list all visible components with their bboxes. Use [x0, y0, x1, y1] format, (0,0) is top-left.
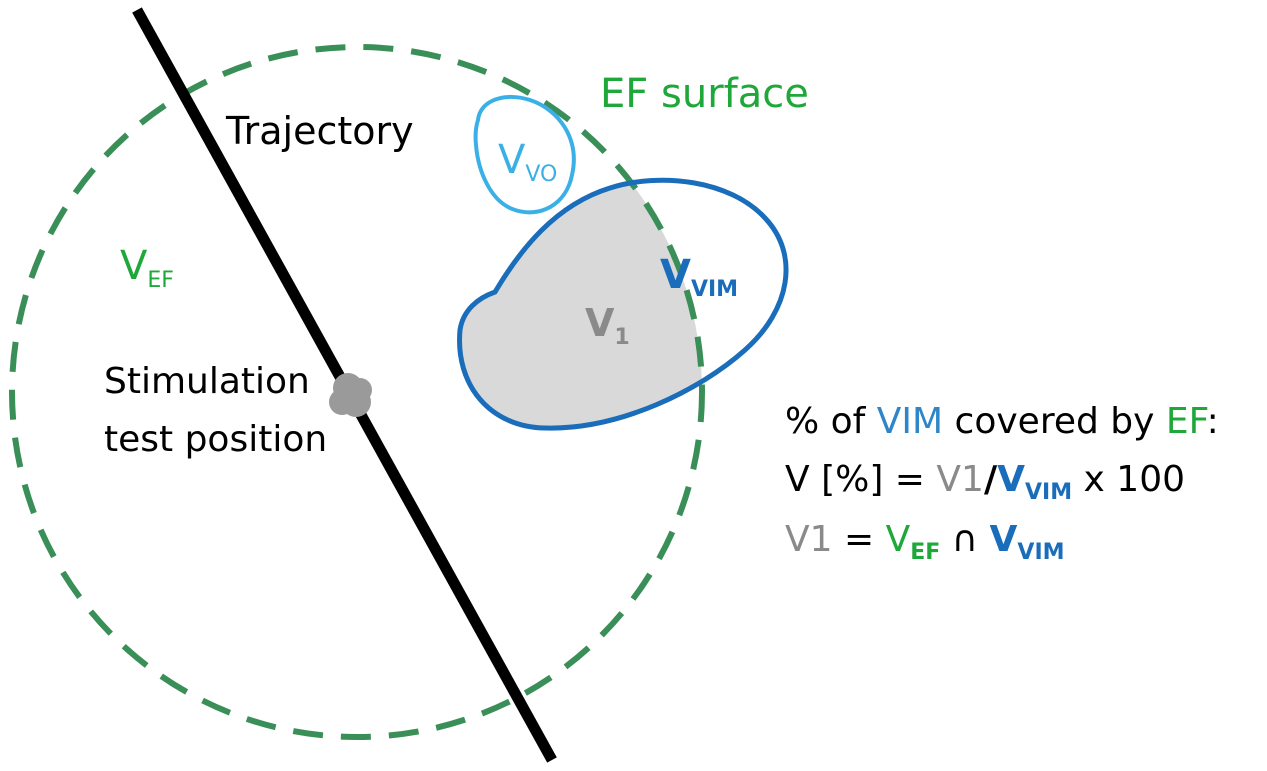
vo-outline [473, 94, 576, 215]
formula-2-vvim-sub: VIM [1024, 480, 1073, 505]
formula-3-equals: = [832, 519, 886, 560]
formula-3-vvim-sub: VIM [1017, 540, 1065, 565]
formula-3-vvim-main: V [989, 519, 1018, 560]
v1-main: V [585, 301, 615, 345]
v-vim-label: VVIM [660, 255, 738, 301]
vim-outline [457, 177, 789, 431]
formula-line-1: % of VIM covered by EF: [785, 404, 1219, 440]
stimulation-label-line2: test position [104, 419, 328, 460]
v-ef-label: VEF [120, 246, 174, 292]
formula-2-prefix: V [%] = [785, 459, 937, 500]
formula-1-ef: EF [1165, 401, 1207, 442]
v1-sub: 1 [614, 325, 630, 350]
v-ef-main: V [120, 243, 148, 289]
formula-3-vef-main: V [885, 519, 911, 560]
trajectory-label: Trajectory [226, 109, 414, 153]
formula-1-suffix: : [1206, 401, 1219, 442]
ef-surface-label: EF surface [600, 71, 809, 117]
formula-line-2: V [%] = V1/VVIM x 100 [785, 462, 1185, 504]
v-vim-sub: VIM [690, 277, 739, 302]
formula-1-middle: covered by [943, 401, 1166, 442]
stimulation-label-line1: Stimulation [104, 361, 310, 402]
stimulation-test-point [329, 373, 372, 417]
formula-2-v1: V1 [936, 459, 984, 500]
v-vo-main: V [498, 137, 526, 183]
formula-3-cap: ∩ [940, 519, 990, 560]
formula-2-slash: / [983, 459, 998, 500]
formula-3-v1: V1 [785, 519, 833, 560]
v-vo-sub: VO [525, 162, 558, 187]
formula-line-3: V1 = VEF ∩ VVIM [785, 522, 1065, 564]
formula-2-vvim-main: V [997, 459, 1025, 500]
v1-label: V1 [585, 304, 630, 349]
formula-1-vim: VIM [876, 401, 944, 442]
v-ef-sub: EF [147, 268, 174, 293]
formula-3-vef-sub: EF [910, 540, 941, 565]
ef-surface-circle [9, 44, 705, 740]
formula-2-suffix: x 100 [1072, 459, 1185, 500]
v-vo-label: VVO [498, 140, 557, 186]
v1-overlap-region [459, 180, 702, 429]
v-vim-main: V [660, 252, 691, 298]
formula-1-prefix: % of [785, 401, 877, 442]
